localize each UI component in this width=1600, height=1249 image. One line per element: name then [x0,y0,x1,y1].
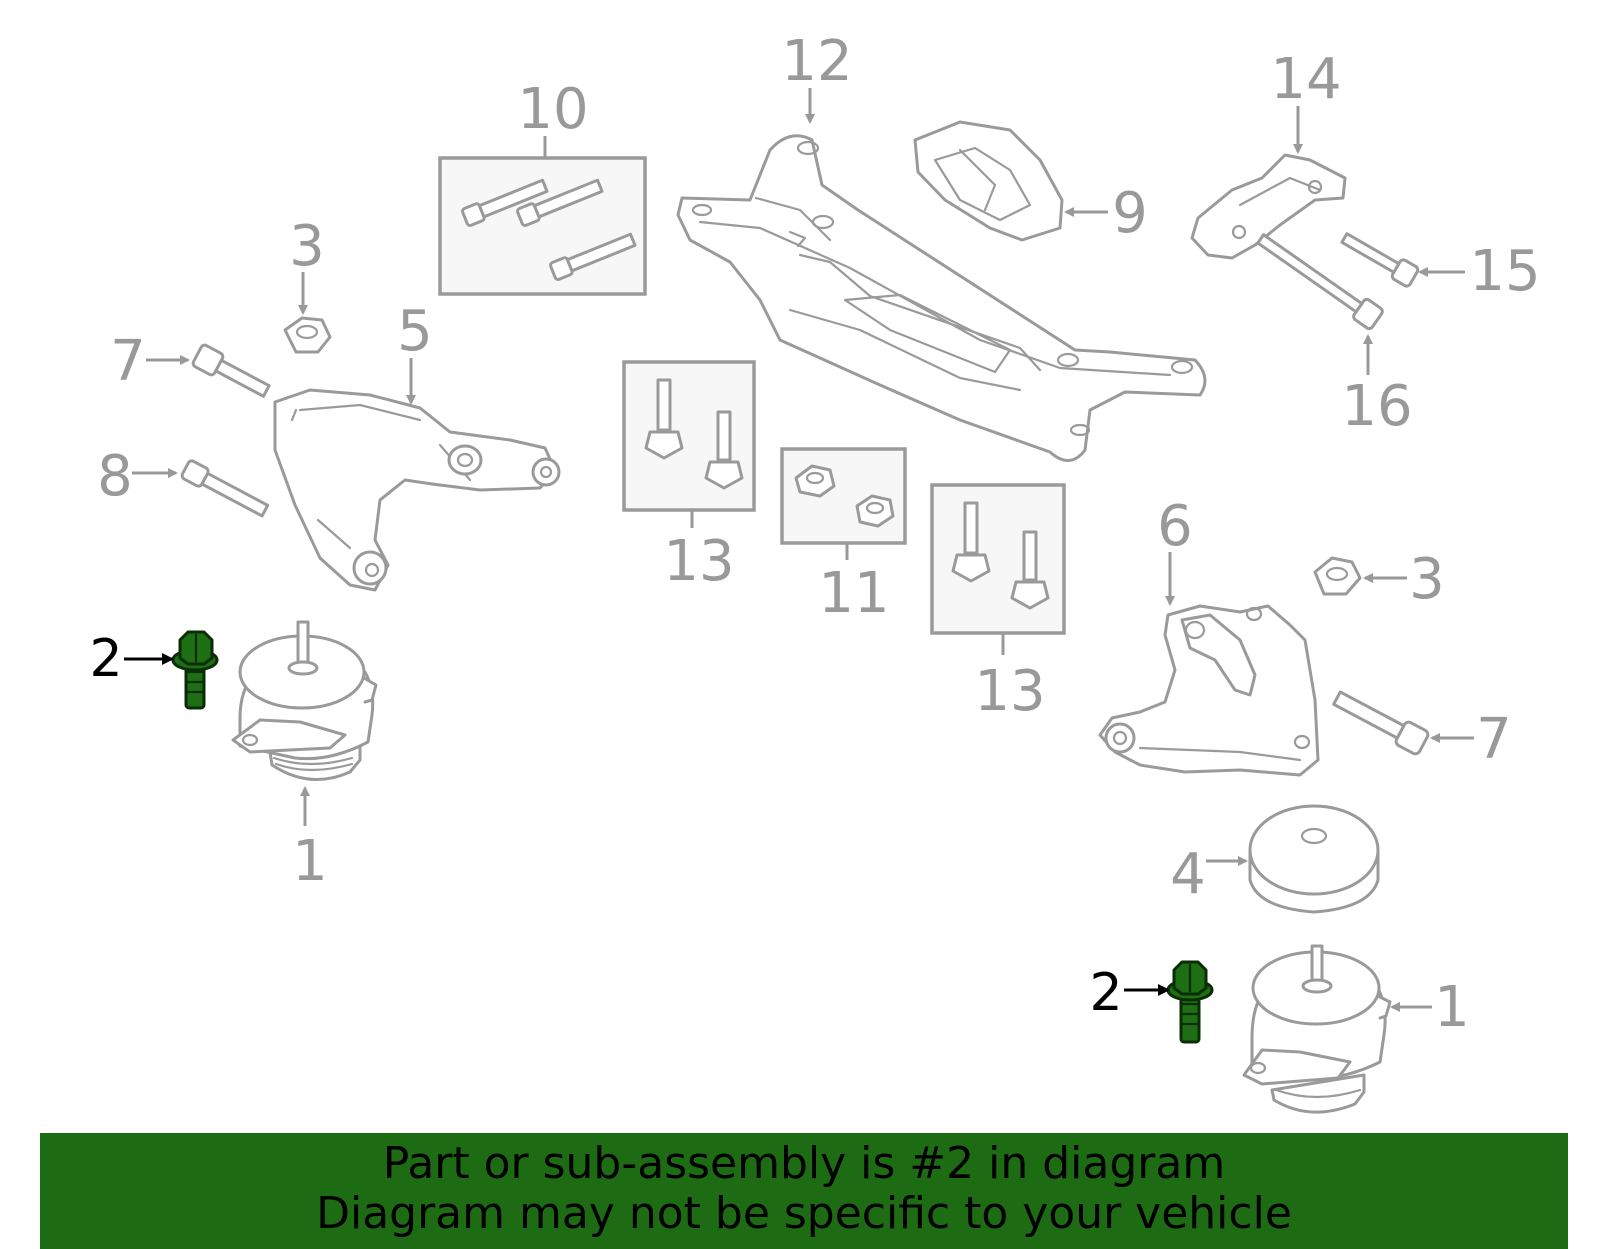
callout-8: 8 [97,444,133,509]
part-2-bolt-left [171,630,219,710]
part-13-bolt-kit-left [622,360,756,512]
callout-1-right: 1 [1434,975,1470,1040]
part-3-nut-right [1313,556,1362,596]
part-9-bracket [913,120,1064,242]
part-14-bracket [1190,153,1347,260]
part-16-bolt [1256,233,1384,331]
part-13-bolt-kit-right [930,483,1066,635]
callout-15: 15 [1469,239,1540,304]
callout-7-right: 7 [1476,707,1512,772]
part-12-crossmember [676,134,1207,462]
part-4-damper [1248,804,1380,914]
callout-9: 9 [1112,181,1148,246]
callout-1-left: 1 [292,829,328,894]
callout-16: 16 [1341,374,1412,439]
part-10-bolt-kit [438,156,647,296]
callout-12: 12 [781,29,852,94]
callout-5: 5 [397,299,433,364]
part-1-mount-left [231,620,378,782]
callout-3-left: 3 [289,214,325,279]
part-6-bracket [1098,604,1320,777]
callout-2-right: 2 [1089,963,1122,1023]
callout-11: 11 [818,561,889,626]
callout-2-left: 2 [89,629,122,689]
callout-13-right: 13 [974,659,1045,724]
banner-line-part: Part or sub-assembly is #2 in diagram [382,1138,1226,1189]
callout-10: 10 [517,77,588,142]
callout-3-right: 3 [1409,547,1445,612]
part-7-bolt-left [191,343,271,398]
part-3-nut-left [283,316,332,354]
part-1-mount-right [1242,944,1392,1114]
banner-line-disclaimer: Diagram may not be specific to your vehi… [316,1188,1292,1239]
part-5-bracket [273,388,561,592]
part-15-bolt [1340,232,1420,288]
part-2-bolt-right [1166,960,1214,1044]
callout-14: 14 [1270,47,1341,112]
part-7-bolt-right [1332,690,1430,756]
part-8-bolt [180,459,270,518]
callout-6: 6 [1157,494,1193,559]
callout-13-left: 13 [663,529,734,594]
info-banner: Part or sub-assembly is #2 in diagram Di… [40,1133,1568,1249]
callout-4: 4 [1170,842,1206,907]
callout-7-left: 7 [110,329,146,394]
part-11-nut-kit [780,447,907,545]
